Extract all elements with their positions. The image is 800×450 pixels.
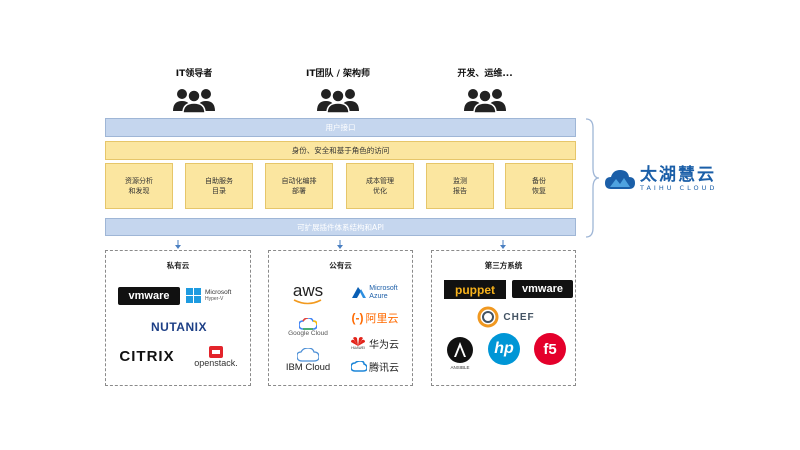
ms-line2: Hyper-V [205, 296, 224, 302]
ibm-cloud-text: IBM Cloud [285, 361, 331, 373]
azure-line1: Microsoft [369, 285, 398, 292]
identity-layer: 身份、安全和基于角色的访问 [105, 141, 576, 160]
user-interface-label: 用户接口 [325, 123, 356, 132]
tencent-icon [351, 360, 367, 372]
azure-line2: Azure [369, 293, 388, 300]
f5-logo: f5 [534, 333, 566, 365]
module-cost: 成本管理 优化 [346, 163, 414, 209]
ms-line1: Microsoft [205, 289, 232, 296]
windows-icon [186, 288, 201, 303]
taihu-cloud-logo: 太湖慧云 TAIHU CLOUD [604, 166, 717, 192]
role-dev-ops-label: 开发、运维... [457, 69, 513, 79]
hp-text: hp [494, 340, 514, 357]
user-interface-layer: 用户接口 [105, 118, 576, 137]
modules-row: 资源分析 和发现 自助服务 目录 自动化编排 部署 成本管理 优化 监测 报告 … [105, 163, 576, 214]
aliyun-text: 阿里云 [365, 313, 399, 325]
vmware-text: vmware [522, 283, 563, 295]
google-cloud-logo: Google Cloud [277, 313, 339, 341]
public-cloud-panel: 公有云 aws Microsoft Azure Google Cloud (-)… [268, 250, 413, 386]
module-resource-analysis: 资源分析 和发现 [105, 163, 173, 209]
cloud-logo-icon [605, 170, 635, 189]
ansible-text: ANSIBLE [450, 364, 470, 370]
third-party-panel: 第三方系统 puppet vmware CHEF ANSIBLE hp f5 [431, 250, 576, 386]
role-it-leader: IT领导者 [134, 66, 254, 115]
right-brace [585, 118, 600, 238]
brand-name-cn: 太湖慧云 [640, 165, 716, 185]
google-cloud-icon [299, 317, 317, 330]
openstack-icon [209, 346, 223, 358]
openstack-text: openstack. [194, 358, 238, 368]
f5-text: f5 [543, 340, 557, 358]
arrow-down-icon [500, 240, 506, 249]
vmware-logo: vmware [118, 287, 180, 305]
third-party-title: 第三方系统 [484, 261, 523, 270]
tencent-cloud-logo: 腾讯云 [343, 357, 407, 375]
people-icon [134, 85, 254, 115]
api-label: 可扩展插件体系结构和API [297, 222, 384, 232]
nutanix-logo: NUTANIX [151, 320, 207, 334]
hp-logo: hp [488, 333, 520, 365]
private-cloud-panel: 私有云 vmware Microsoft Hyper-V NUTANIX CIT… [105, 250, 251, 386]
chef-text: CHEF [503, 311, 535, 323]
vmware-logo: vmware [512, 280, 573, 298]
arrow-down-icon [337, 240, 343, 249]
puppet-logo: puppet [444, 280, 506, 299]
arrow-down-icon [175, 240, 181, 249]
role-it-team-label: IT团队 / 架构师 [305, 69, 371, 79]
module-monitoring: 监测 报告 [426, 163, 494, 209]
tencent-text: 腾讯云 [369, 362, 399, 374]
huawei-cloud-logo: HUAWEI 华为云 [343, 333, 407, 353]
huawei-small-text: HUAWEI [351, 346, 365, 350]
citrix-logo: CITRIX [119, 347, 175, 365]
identity-label: 身份、安全和基于角色的访问 [291, 146, 390, 155]
role-it-team: IT团队 / 架构师 [278, 66, 398, 115]
module-self-service: 自助服务 目录 [185, 163, 253, 209]
private-cloud-title: 私有云 [166, 261, 190, 270]
api-layer: 可扩展插件体系结构和API [105, 218, 576, 236]
ansible-logo: ANSIBLE [442, 333, 478, 373]
aws-text: aws [292, 281, 324, 300]
people-icon [278, 85, 398, 115]
brand-name-en: TAIHU CLOUD [640, 184, 718, 192]
vmware-text: vmware [128, 290, 170, 302]
module-backup: 备份 恢复 [505, 163, 573, 209]
ansible-icon [447, 336, 473, 363]
aws-logo: aws [283, 281, 333, 307]
role-dev-ops: 开发、运维... [425, 66, 545, 115]
openstack-logo: openstack. [186, 343, 246, 371]
huawei-icon [351, 337, 365, 346]
aliyun-logo: (-) 阿里云 [343, 309, 407, 327]
aws-smile-icon [293, 299, 322, 305]
puppet-text: puppet [455, 282, 495, 297]
role-it-leader-label: IT领导者 [175, 69, 213, 79]
google-cloud-text: Google Cloud [288, 329, 328, 337]
huawei-text: 华为云 [369, 339, 399, 351]
chef-icon [477, 306, 499, 328]
azure-logo: Microsoft Azure [343, 283, 407, 303]
chef-logo: CHEF [474, 305, 538, 329]
aliyun-icon: (-) [351, 311, 364, 325]
microsoft-hyperv-logo: Microsoft Hyper-V [186, 286, 246, 306]
people-icon [425, 85, 545, 115]
ibm-cloud-logo: IBM Cloud [275, 345, 341, 375]
azure-icon [352, 287, 367, 298]
public-cloud-title: 公有云 [329, 261, 352, 270]
ibm-cloud-icon [297, 347, 319, 362]
module-automation: 自动化编排 部署 [265, 163, 333, 209]
